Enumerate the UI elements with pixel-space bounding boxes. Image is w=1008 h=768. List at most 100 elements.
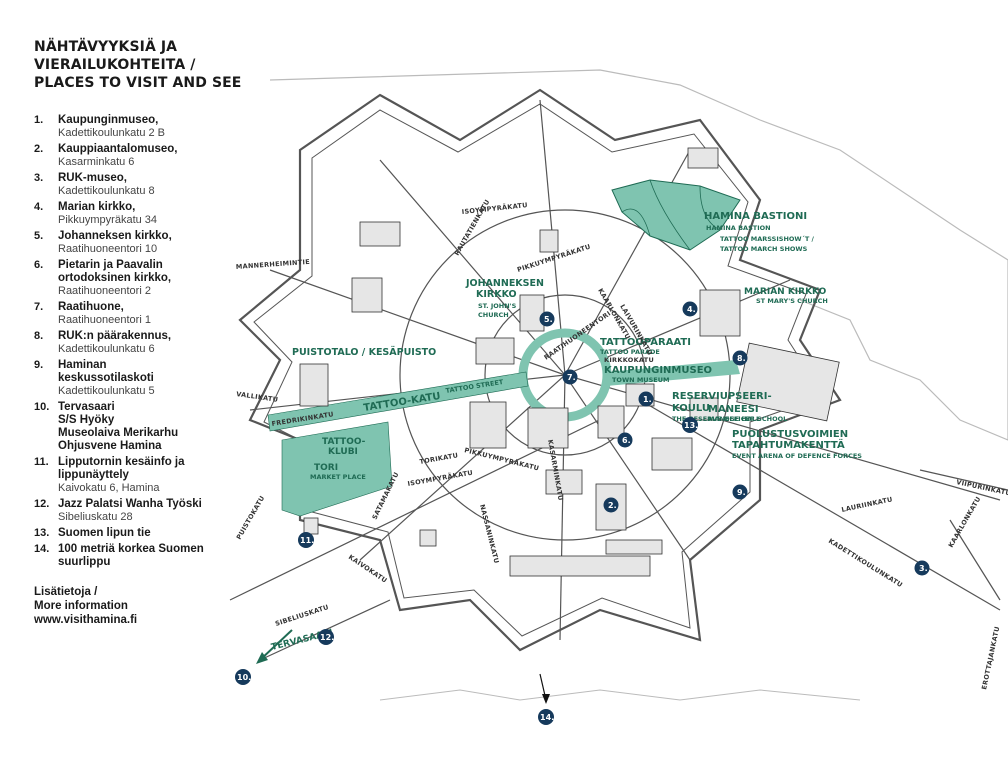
marker-13-label: 13. [684, 421, 698, 430]
label-tori: TORI [314, 463, 338, 473]
legend-item-address: Kadettikoulunkatu 6 [58, 343, 155, 355]
marker-7-label: 7. [567, 373, 576, 382]
marker-6-label: 6. [622, 436, 631, 445]
marker-12-label: 12. [320, 633, 334, 642]
label-tattoo-klubi-2: KLUBI [328, 447, 358, 457]
legend-item-number: 1. [34, 114, 44, 126]
legend-item-name: Marian kirkko, [58, 201, 136, 213]
arrow-to-tervasaari-head [256, 652, 268, 664]
label-tattoo-march-1: TATTOO MARSSISHOW´T / [720, 235, 815, 243]
more-info-label-fi: Lisätietoja / [34, 586, 98, 598]
fortress-inner [253, 103, 825, 637]
marker-3-label: 3. [919, 564, 928, 573]
legend-item-address: Raatihuoneentori 2 [58, 285, 151, 297]
bastion-ridges [621, 179, 721, 251]
legend-item: 2.Kauppiaantalomuseo,Kasarminkatu 6 [34, 143, 244, 169]
label-reserviupseeri-2: KOULU [672, 403, 710, 414]
legend-item-number: 11. [34, 456, 49, 468]
legend-item-address: Raatihuoneentori 1 [58, 314, 151, 326]
label-tattoo-klubi-1: TATTOO- [322, 437, 366, 447]
marker-1[interactable]: 1. [638, 391, 654, 407]
tattoo-street-band [267, 371, 529, 432]
street-lauriinkatu: LAURIINKATU [841, 495, 894, 514]
street-pikkuympyrakatu-low: PIKKUYMPYRÄKATU [464, 445, 541, 472]
marker-14[interactable]: 14. [538, 709, 554, 725]
label-hamina-bastioni: HAMINA BASTIONI [704, 211, 807, 222]
label-tattooparaati: TATTOOPARAATI [600, 337, 691, 348]
legend-item-number: 4. [34, 201, 44, 213]
street-sibeliuskatu: SIBELIUSKATU [274, 603, 330, 628]
legend-item: 11. Lipputornin kesäinfo ja lippunäyttely… [34, 456, 244, 495]
legend-list: 1. Kaupunginmuseo,Kadettikoulunkatu 2 B 2… [34, 114, 244, 569]
legend-item-address: Sibeliuskatu 28 [58, 511, 133, 523]
marker-4[interactable]: 4. [682, 301, 698, 317]
marker-8[interactable]: 8. [732, 350, 748, 366]
marker-12[interactable]: 12. [318, 629, 334, 645]
legend-item-address: Kadettikoulunkatu 8 [58, 185, 155, 197]
marker-4-label: 4. [687, 305, 696, 314]
street-nassaninkatu: NASSANINKATU [478, 504, 500, 565]
legend-item: 4. Marian kirkko,Pikkuympyräkatu 34 [34, 201, 244, 227]
label-reserve-school: THE RESERVE OFFICER SCHOOL [672, 415, 787, 423]
marker-2[interactable]: 2. [603, 497, 619, 513]
arrow-to-tervasaari [259, 629, 293, 661]
marker-6[interactable]: 6. [617, 432, 633, 448]
legend-item-name: Lipputornin kesäinfo ja lippunäyttely [58, 456, 185, 481]
legend-item: 10.Tervasaari S/S Hyöky Museolaiva Merik… [34, 401, 244, 453]
marker-7[interactable]: 7. [562, 369, 578, 385]
legend-item-name: 100 metriä korkea Suomen suurlippu [58, 543, 204, 568]
label-puolustusvoimien: PUOLUSTUSVOIMIEN [732, 429, 848, 440]
marker-11[interactable]: 11. [298, 532, 314, 548]
legend-item-number: 13. [34, 527, 50, 539]
label-kaupunginmuseo: KAUPUNGINMUSEO [604, 365, 712, 376]
street-isoympyrakatu-low: ISOYMPYRÄKATU [407, 468, 474, 488]
marker-3[interactable]: 3. [914, 560, 930, 576]
marker-2-label: 2. [608, 501, 617, 510]
coastline [269, 69, 1008, 441]
marker-5[interactable]: 5. [539, 311, 555, 327]
buildings [299, 147, 840, 577]
coastline-south [379, 689, 861, 701]
legend-item-name: RUK:n päärakennus, [58, 330, 172, 342]
label-town-museum: TOWN MUSEUM [612, 376, 669, 384]
marker-8-label: 8. [737, 354, 746, 363]
legend-item-address: Pikkuympyräkatu 34 [58, 214, 158, 226]
legend-item-address: Kadettikoulunkatu 2 B [58, 127, 166, 139]
legend-item: 8. RUK:n päärakennus,Kadettikoulunkatu 6 [34, 330, 244, 356]
marker-10[interactable]: 10. [235, 669, 251, 685]
legend-title-line-1: NÄHTÄVYYKSIÄ JA [34, 39, 178, 55]
street-kaarlonkatu-east: KAARLONKATU [947, 495, 983, 549]
marker-11-label: 11. [300, 536, 314, 545]
street-kadettikoulunkatu: KADETTIKOULUNKATU [827, 537, 904, 589]
legend-item-name: Johanneksen kirkko, [58, 230, 172, 242]
legend-item-number: 12. [34, 498, 50, 510]
legend-title-line-3: PLACES TO VISIT AND SEE [34, 75, 242, 91]
street-puistokatu: PUISTOKATU [235, 494, 267, 541]
more-info-link[interactable]: www.visithamina.fi [34, 614, 138, 626]
town-map[interactable]: HAMINA BASTIONI HAMINA BASTION TATTOO MA… [222, 66, 1008, 756]
label-reserviupseeri-1: RESERVIUPSEERI- [672, 391, 772, 402]
legend-item: 1. Kaupunginmuseo,Kadettikoulunkatu 2 B [34, 114, 244, 140]
label-johanneksen: JOHANNEKSEN [465, 278, 544, 289]
legend-item: 3.RUK-museo,Kadettikoulunkatu 8 [34, 172, 244, 198]
street-torikatu: TORIKATU [419, 451, 459, 466]
legend-item-name: Kaupunginmuseo, [58, 114, 159, 126]
legend-item-address: Raatihuoneentori 10 [58, 243, 158, 255]
legend-item-number: 7. [34, 301, 44, 313]
label-puistotalo: PUISTOTALO / KESÄPUISTO [292, 347, 436, 358]
marker-9[interactable]: 9. [732, 484, 748, 500]
legend-item-number: 8. [34, 330, 44, 342]
marker-13[interactable]: 13. [682, 417, 698, 433]
label-st-marys: ST MARY'S CHURCH [756, 297, 828, 305]
legend-item-number: 5. [34, 230, 44, 242]
legend-item-name: Tervasaari S/S Hyöky Museolaiva Merikarh… [58, 401, 179, 452]
label-st-johns: ST. JOHN'S [478, 302, 517, 310]
legend-item-number: 6. [34, 259, 44, 271]
label-market-place: MARKET PLACE [310, 473, 366, 481]
street-kaivokatu: KAIVOKATU [347, 553, 389, 585]
label-event-arena: EVENT ARENA OF DEFENCE FORCES [732, 452, 862, 460]
marker-1-label: 1. [643, 395, 652, 404]
legend-item-name: Kauppiaantalomuseo, [58, 143, 178, 155]
legend-item-number: 9. [34, 359, 44, 371]
